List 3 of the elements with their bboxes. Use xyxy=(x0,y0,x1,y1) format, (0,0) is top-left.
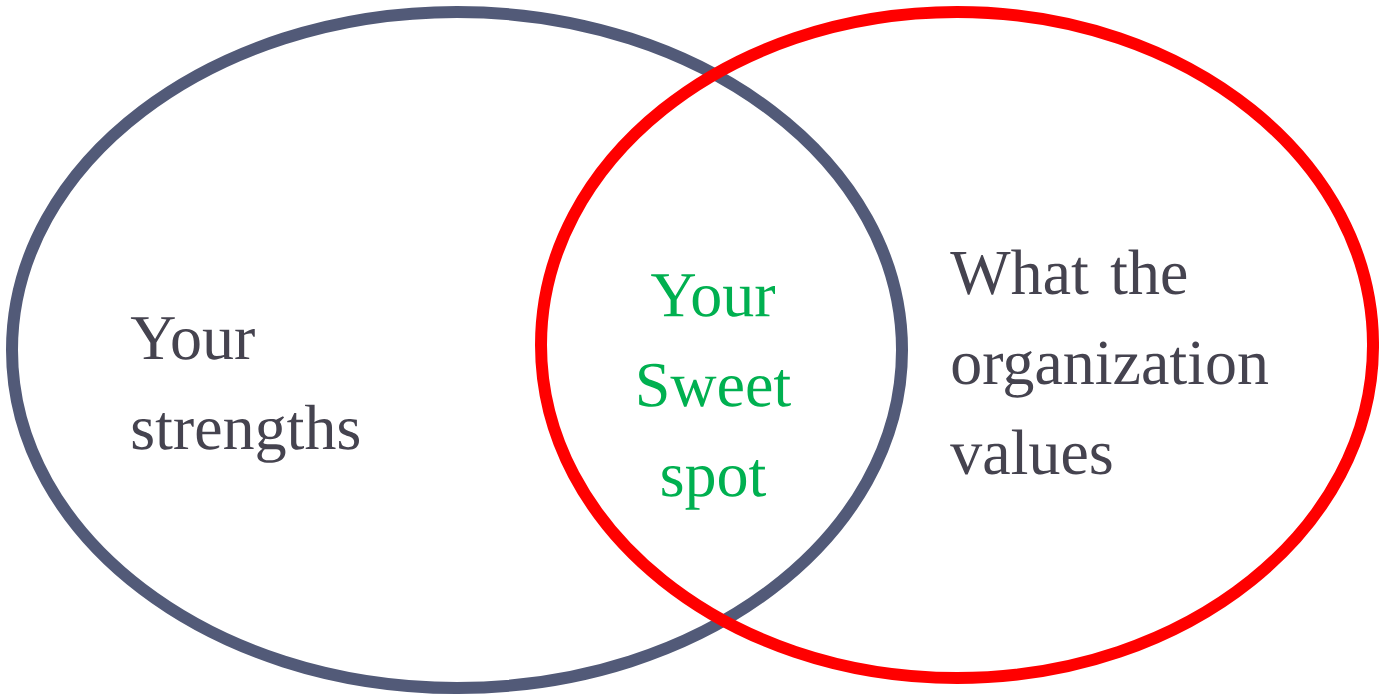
region-label: What the organization values xyxy=(950,249,1269,475)
overlap-label: Your Sweet spot xyxy=(639,274,791,510)
region-label: Your strengths xyxy=(130,317,359,463)
